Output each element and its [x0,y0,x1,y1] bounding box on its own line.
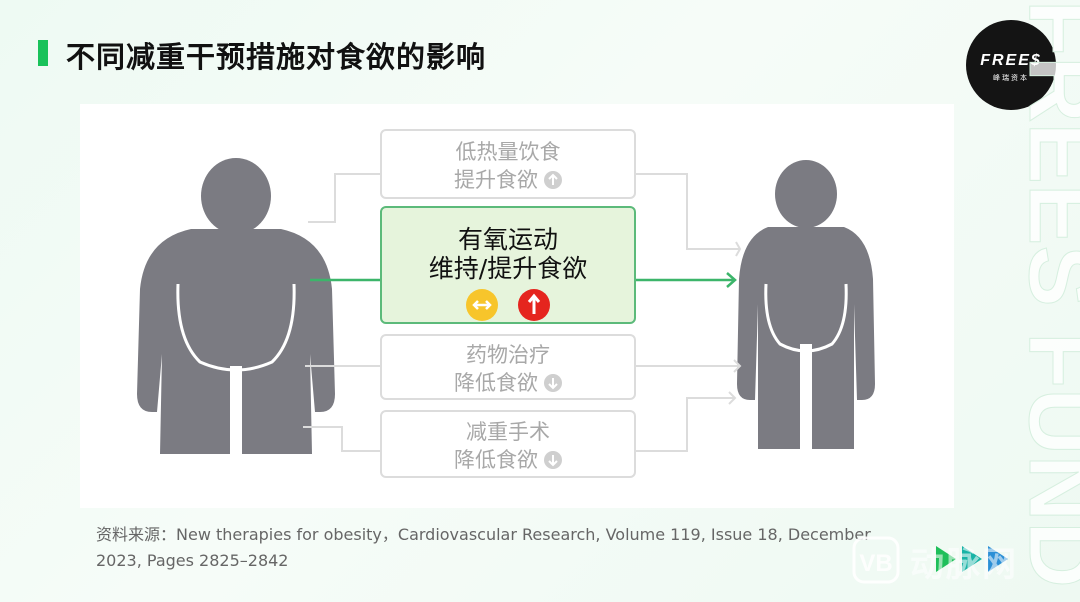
gray-connectors [303,173,742,452]
bottom-watermark: VB 动脉网 [850,532,1060,594]
title-accent-bar [38,40,48,66]
arrow-down-icon [544,374,562,392]
diagram-panel: 低热量饮食 提升食欲 有氧运动 维持/提升食欲 药物治疗 降低食欲 减重手术 降… [80,104,954,508]
arrow-up-icon [517,289,550,321]
source-citation: 资料来源：New therapies for obesity，Cardiovas… [96,525,871,570]
diagram-box-medication: 药物治疗 降低食欲 [380,334,636,400]
watermark-graphic: VB 动脉网 [852,536,1018,585]
arrow-up-icon [544,171,562,189]
green-connector [310,272,737,288]
logo-subtitle: 峰瑞资本 [993,74,1029,82]
logo-brand: FREE$ [980,52,1042,69]
page-title: 不同减重干预措施对食欲的影响 [66,40,487,74]
arrow-down-icon [544,451,562,469]
side-watermark: FREES FUND [1000,0,1080,602]
watermark-text: 动脉网 [910,545,1018,585]
frees-logo: FREE$ 峰瑞资本 [966,20,1056,110]
diagram-box-surgery: 减重手术 降低食欲 [380,410,636,478]
obese-figure-icon [137,158,335,454]
diagram-box-aerobic: 有氧运动 维持/提升食欲 [380,206,636,324]
diagram-canvas [137,158,875,454]
double-arrow-icon [466,289,499,321]
diagram-box-low-calorie: 低热量饮食 提升食欲 [380,129,636,199]
side-watermark-text: FREES FUND [1010,0,1080,588]
slim-figure-icon [737,160,875,449]
svg-text:VB: VB [859,550,892,577]
